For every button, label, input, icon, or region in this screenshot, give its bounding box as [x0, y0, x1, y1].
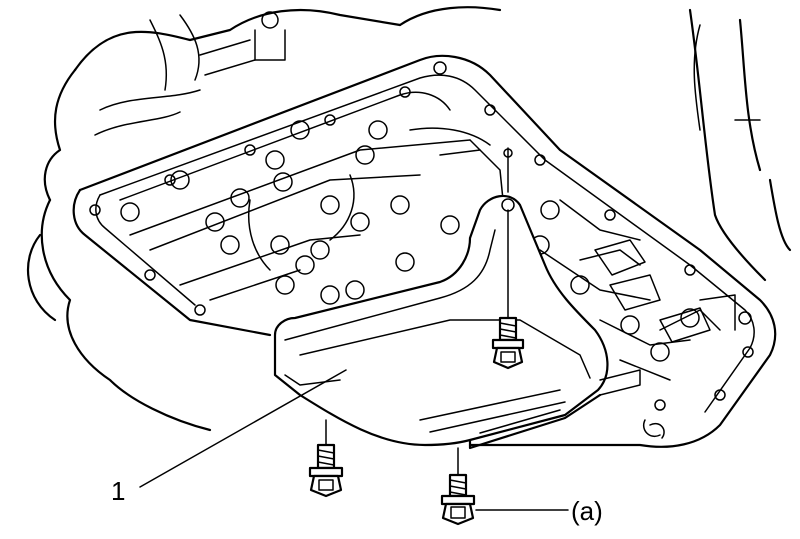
leader-lines	[139, 369, 569, 511]
valve-body	[119, 91, 736, 439]
callout-part-1: 1	[111, 476, 126, 506]
transmission-housing-right	[688, 8, 792, 282]
leader-line-part-1	[139, 369, 347, 488]
transmission-housing	[26, 6, 502, 432]
strainer-bolt-upper	[491, 147, 525, 370]
oil-strainer	[273, 194, 641, 450]
strainer-bolt-left	[308, 419, 344, 498]
valve-body-flange	[72, 54, 777, 448]
strainer-bolt-a	[440, 447, 476, 526]
callout-bolt-a: (a)	[571, 496, 603, 526]
